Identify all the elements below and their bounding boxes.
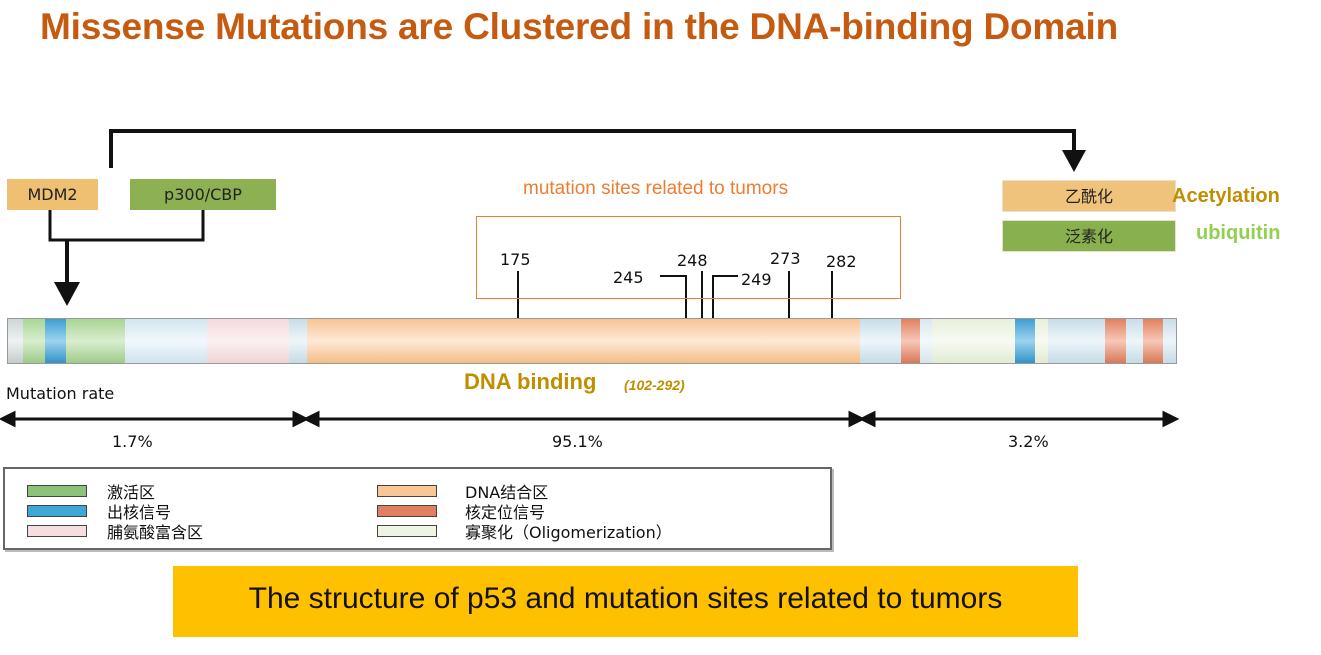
mutation-rate-n-terminal: 1.7% [112, 432, 153, 451]
legend-swatch-activation [27, 485, 87, 497]
legend-label-oligomerization: 寡聚化（Oligomerization） [465, 523, 672, 542]
caption-text: The structure of p53 and mutation sites … [248, 582, 1003, 615]
dna-binding-label: DNA binding [464, 369, 597, 394]
legend-label-nuclear-export: 出核信号 [107, 503, 172, 522]
legend-label-proline-rich: 脯氨酸富含区 [107, 523, 204, 542]
rate-arrow-2 [302, 410, 866, 428]
site-label-282: 282 [826, 252, 857, 271]
segment-activation-2 [66, 319, 125, 363]
segment-activation-1 [23, 319, 45, 363]
ubiquitination-box: 泛素化 [1002, 220, 1176, 252]
mutation-rate-label: Mutation rate [6, 384, 115, 403]
segment-dna-binding [307, 319, 860, 363]
legend-swatch-dna-binding [377, 485, 437, 497]
segment-linker-2 [289, 319, 307, 363]
p300-cbp-box: p300/CBP [130, 179, 276, 210]
legend: 激活区 出核信号 脯氨酸富含区 DNA结合区 核定位信号 寡聚化（Oligome… [3, 467, 832, 550]
mutation-sites-title: mutation sites related to tumors [523, 178, 789, 199]
legend-label-nls: 核定位信号 [465, 503, 546, 522]
legend-swatch-nuclear-export [27, 505, 87, 517]
segment-proline-rich [207, 319, 289, 363]
segment-nls-1 [901, 319, 920, 363]
site-label-249: 249 [741, 270, 772, 289]
mutation-rate-c-terminal: 3.2% [1008, 432, 1049, 451]
site-label-175: 175 [500, 250, 531, 269]
caption-banner: The structure of p53 and mutation sites … [173, 566, 1078, 637]
protein-domain-bar [7, 318, 1177, 364]
acetylation-arrow-icon [1062, 150, 1086, 172]
segment-nls-3 [1143, 319, 1163, 363]
binding-bracket [48, 210, 205, 242]
segment-nuclear-export-2 [1015, 319, 1035, 363]
segment-linker-3 [860, 319, 901, 363]
legend-swatch-nls [377, 505, 437, 517]
mdm2-arrow-icon [54, 282, 80, 306]
page-title: Missense Mutations are Clustered in the … [40, 6, 1118, 47]
segment-nuclear-export [45, 319, 66, 363]
legend-label-dna-binding: DNA结合区 [465, 483, 549, 502]
mutation-rate-dna-binding: 95.1% [552, 432, 603, 451]
rate-arrow-3 [858, 410, 1180, 428]
legend-label-activation: 激活区 [107, 483, 156, 502]
site-label-248: 248 [677, 251, 708, 270]
ubiquitin-label: ubiquitin [1196, 222, 1281, 244]
site-label-245: 245 [613, 268, 644, 287]
dna-binding-range: (102-292) [624, 377, 685, 393]
segment-c-terminus [1163, 319, 1176, 363]
site-label-273: 273 [770, 249, 801, 268]
acetylation-box: 乙酰化 [1002, 180, 1176, 212]
segment-linker-4 [920, 319, 932, 363]
segment-linker-1 [125, 319, 207, 363]
segment-oligomerization [932, 319, 1015, 363]
legend-swatch-oligomerization [377, 525, 437, 537]
segment-linker-5 [1048, 319, 1105, 363]
segment-n-terminus [8, 319, 23, 363]
mutation-sites-frame [476, 216, 901, 299]
acetylation-label: Acetylation [1172, 185, 1280, 207]
regulation-bracket [109, 129, 1076, 168]
segment-nls-2 [1105, 319, 1126, 363]
segment-linker-6 [1126, 319, 1143, 363]
segment-oligo-end [1035, 319, 1048, 363]
rate-arrow-1 [0, 410, 310, 428]
legend-swatch-proline-rich [27, 525, 87, 537]
mdm2-box: MDM2 [7, 179, 98, 210]
